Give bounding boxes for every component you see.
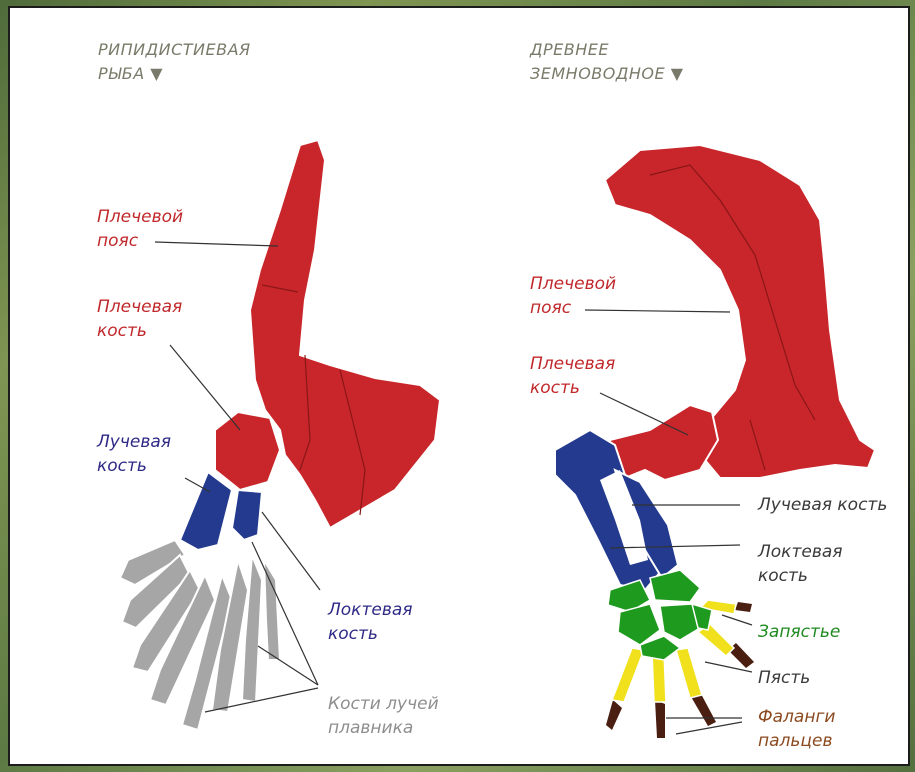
amphibian-label-wrist: Запястье	[758, 620, 840, 644]
fin-ray	[242, 555, 262, 702]
fish-label-shoulder-girdle: Плечевой пояс	[97, 205, 183, 253]
fish-label-radius: Лучевая кость	[97, 430, 171, 478]
fish-label-humerus: Плечевая кость	[97, 295, 182, 343]
amphibian-humerus	[610, 405, 718, 480]
amphibian-shoulder-girdle	[605, 145, 875, 478]
fish-humerus	[215, 412, 280, 490]
amphibian-label-metacarpus: Пясть	[758, 666, 810, 690]
amphibian-header: ДРЕВНЕЕ ЗЕМНОВОДНОЕ ▼	[530, 38, 684, 86]
fish-radius	[180, 472, 232, 550]
fin-ray	[264, 560, 280, 660]
fish-header: РИПИДИСТИЕВАЯ РЫБА ▼	[98, 38, 251, 86]
amphibian-label-ulna: Локтевая кость	[758, 540, 842, 588]
fish-shoulder-girdle	[250, 140, 440, 528]
fish-label-fin-rays: Кости лучей плавника	[328, 692, 439, 740]
amphibian-label-radius: Лучевая кость	[758, 493, 887, 517]
fish-humerus-girdle	[215, 140, 440, 528]
amphibian-label-humerus: Плечевая кость	[530, 352, 615, 400]
amphibian-girdle	[605, 145, 875, 478]
amphibian-label-phalanges: Фаланги пальцев	[758, 705, 835, 753]
amphibian-label-shoulder-girdle: Плечевой пояс	[530, 272, 616, 320]
fish-label-ulna: Локтевая кость	[328, 598, 412, 646]
fish-ulna	[232, 490, 262, 540]
